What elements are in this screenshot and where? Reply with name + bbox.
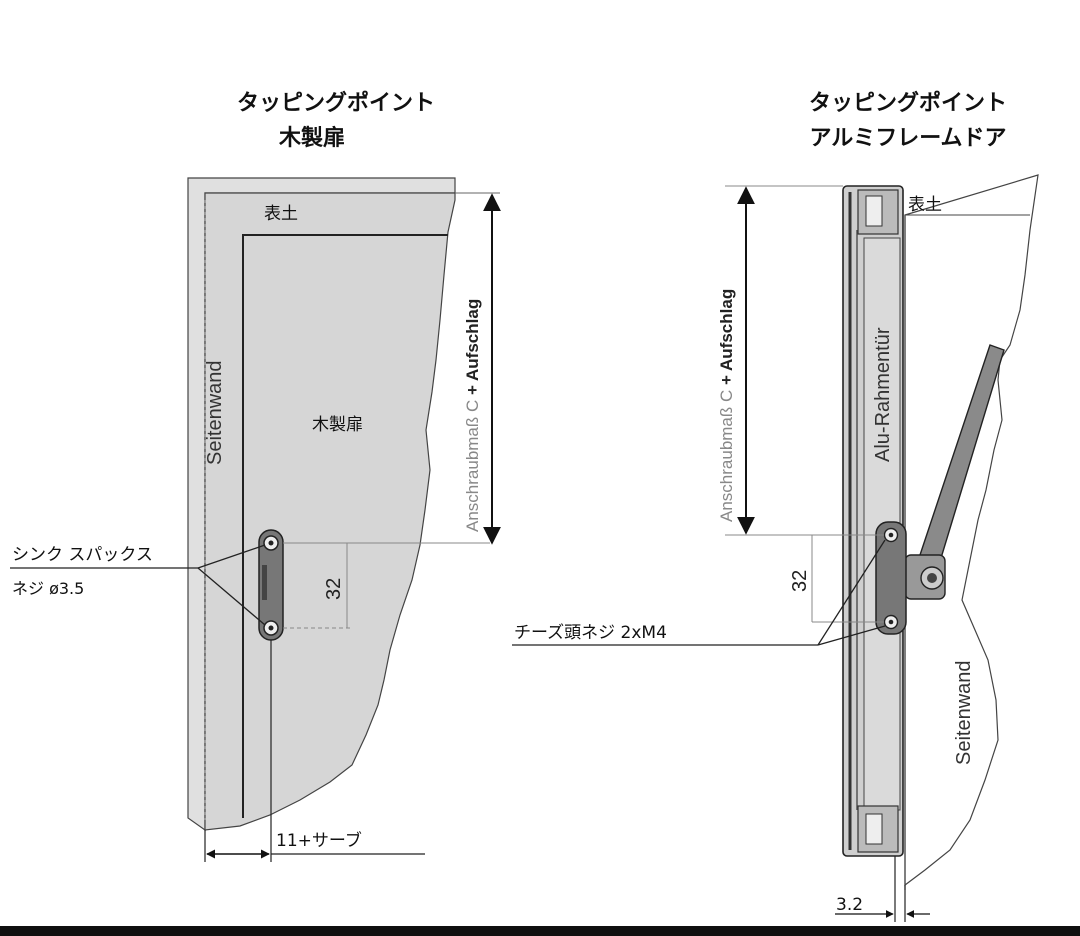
left-wood-door-diagram: タッピングポイント 木製扉 表土 Seitenwand 木製扉 Anschrau… [10,90,501,862]
right-dim-text: Anschraubmaß C + Aufschlag [717,289,736,522]
right-screw-leader-bottom [817,625,886,646]
right-side-wall [904,174,1039,887]
left-title-line2: 木製扉 [278,125,345,151]
left-spacing-value: 32 [323,578,345,600]
left-screw-label-line1: シンク スパックス [12,545,153,565]
right-title-line2: アルミフレームドア [809,126,1006,151]
left-door-edge-line [242,234,448,818]
right-screw-label: チーズ頭ネジ 2xM4 [514,623,667,643]
right-bottom-dim: 3.2 [836,895,863,915]
right-dim-text-regular: Anschraubmaß C [717,390,736,522]
right-hinge-plate [875,521,907,635]
bottom-bar [0,926,1080,936]
left-dim-text-regular: Anschraubmaß C [463,400,482,532]
right-title-line1: タッピングポイント [809,90,1007,116]
left-screw-leader-top [197,544,266,569]
left-screw-label-line2: ネジ ø3.5 [12,579,84,598]
left-door-panel [204,192,456,831]
left-door-label: 木製扉 [312,415,363,435]
left-bottom-dim: 11+サーブ [276,830,362,851]
right-spacing-value: 32 [789,570,811,592]
left-dim-text-bold: + Aufschlag [463,299,482,400]
left-top-label: 表土 [264,204,298,224]
left-screw-leader-bottom [197,567,266,626]
right-frame-label: Alu-Rahmentür [872,327,894,462]
left-title-line1: タッピングポイント [237,90,435,116]
left-dim-text: Anschraubmaß C + Aufschlag [463,299,482,532]
right-dim-text-bold: + Aufschlag [717,289,736,390]
right-top-label: 表土 [908,195,942,215]
right-side-label: Seitenwand [953,660,975,765]
right-screw-leader-top [817,539,886,646]
right-alu-door-diagram: タッピングポイント アルミフレームドア 表土 Alu-Rahmentür Sei… [512,90,1039,922]
left-hinge-slot [262,565,267,600]
left-side-label: Seitenwand [204,360,226,465]
